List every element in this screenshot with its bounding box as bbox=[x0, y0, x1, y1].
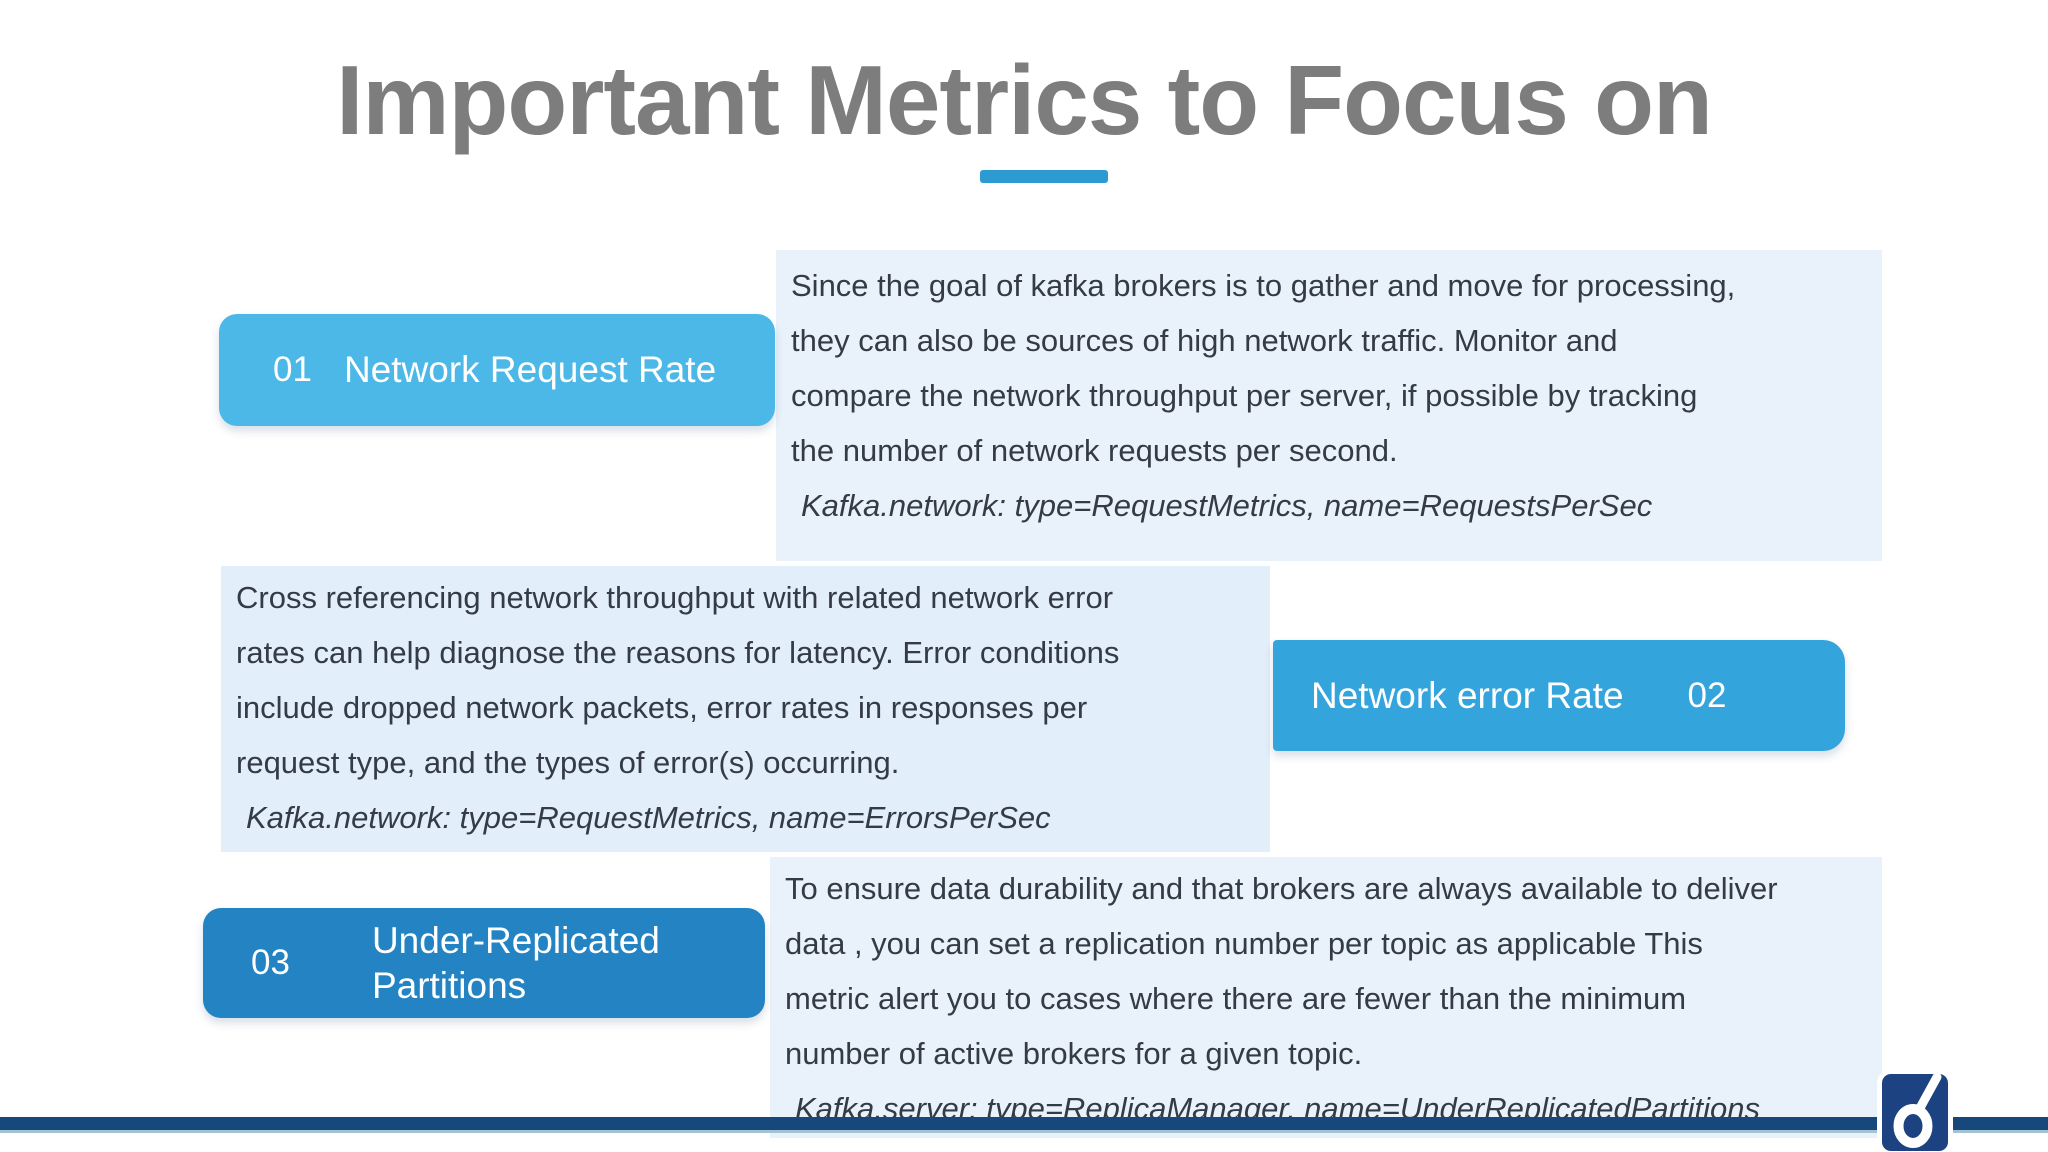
footer-divider-bar bbox=[0, 1117, 2048, 1130]
description-line: Since the goal of kafka brokers is to ga… bbox=[791, 268, 1736, 303]
section-2-label-box: Network error Rate 02 bbox=[1273, 640, 1845, 751]
section-number: 03 bbox=[251, 943, 290, 982]
description-line: include dropped network packets, error r… bbox=[236, 690, 1088, 725]
section-3-label-box: 03 Under-Replicated Partitions bbox=[203, 908, 765, 1018]
metric-name: Kafka.network: type=RequestMetrics, name… bbox=[246, 800, 1051, 835]
description-line: the number of network requests per secon… bbox=[791, 433, 1398, 468]
section-label: Under-Replicated Partitions bbox=[371, 920, 660, 1006]
page-title: Important Metrics to Focus on bbox=[336, 45, 1713, 155]
description-line: data , you can set a replication number … bbox=[785, 926, 1703, 961]
description-line: they can also be sources of high network… bbox=[791, 323, 1618, 358]
description-line: number of active brokers for a given top… bbox=[785, 1036, 1363, 1071]
footer-divider-accent bbox=[0, 1130, 2048, 1133]
section-1-label-box: 01 Network Request Rate bbox=[219, 314, 775, 426]
section-label: Network error Rate bbox=[1311, 674, 1624, 716]
metric-name: Kafka.network: type=RequestMetrics, name… bbox=[801, 488, 1653, 523]
description-line: request type, and the types of error(s) … bbox=[236, 745, 900, 780]
o-acute-slash-logo-icon bbox=[1882, 1072, 1948, 1151]
description-line: compare the network throughput per serve… bbox=[791, 378, 1698, 413]
section-2-description: Cross referencing network throughput wit… bbox=[221, 566, 1270, 852]
section-number: 02 bbox=[1687, 675, 1727, 715]
description-line: To ensure data durability and that broke… bbox=[785, 871, 1778, 906]
description-line: rates can help diagnose the reasons for … bbox=[236, 635, 1120, 670]
section-number: 01 bbox=[273, 350, 312, 389]
section-3-description: To ensure data durability and that broke… bbox=[770, 857, 1882, 1138]
description-line: metric alert you to cases where there ar… bbox=[785, 981, 1687, 1016]
section-label: Network Request Rate bbox=[343, 349, 717, 390]
title-underline bbox=[980, 170, 1108, 183]
description-line: Cross referencing network throughput wit… bbox=[236, 580, 1114, 615]
section-1-description: Since the goal of kafka brokers is to ga… bbox=[776, 250, 1882, 561]
